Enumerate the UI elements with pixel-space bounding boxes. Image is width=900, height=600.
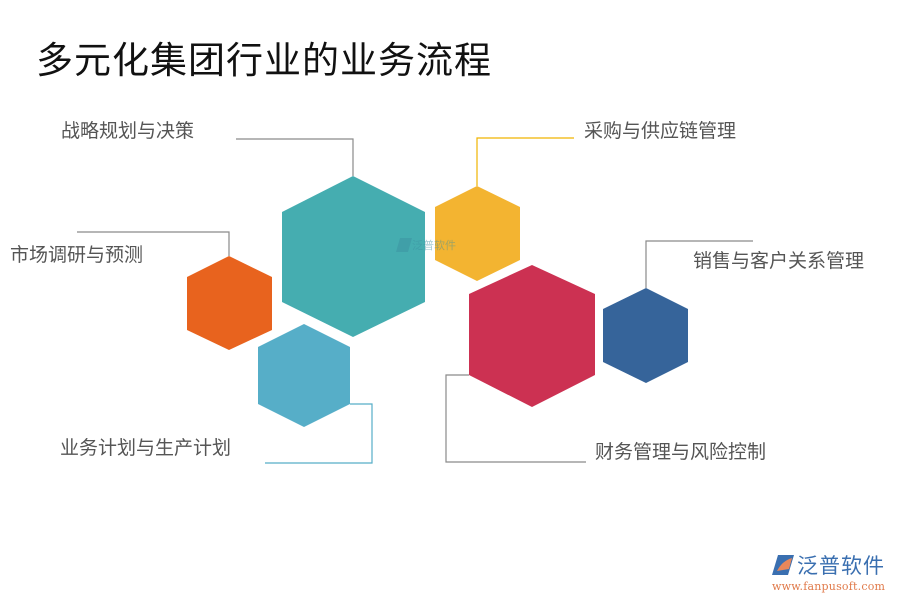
label-strategy: 战略规划与决策 xyxy=(61,120,195,142)
label-market: 市场调研与预测 xyxy=(10,244,144,266)
label-procurement: 采购与供应链管理 xyxy=(584,120,737,142)
connector-planning xyxy=(265,403,373,464)
fanpu-logo-icon xyxy=(396,238,412,252)
hexagon-sales xyxy=(603,288,688,383)
hexagon-strategy xyxy=(282,176,425,337)
brand-url: www.fanpusoft.com xyxy=(772,580,886,593)
connector-finance xyxy=(445,374,586,463)
connector-procurement xyxy=(476,137,574,186)
connector-sales xyxy=(645,240,753,288)
hexagon-planning xyxy=(258,324,350,427)
watermark: 泛普软件 xyxy=(396,237,456,253)
hexagon-procurement xyxy=(435,186,520,281)
brand-logo: 泛普软件 www.fanpusoft.com xyxy=(772,550,896,593)
fanpu-logo-icon xyxy=(772,555,794,575)
hexagon-finance xyxy=(469,265,595,407)
label-sales: 销售与客户关系管理 xyxy=(693,250,865,272)
watermark-text: 泛普软件 xyxy=(412,239,456,252)
page-title: 多元化集团行业的业务流程 xyxy=(36,39,492,82)
label-finance: 财务管理与风险控制 xyxy=(595,441,767,463)
connector-market xyxy=(77,231,230,256)
connector-strategy xyxy=(236,138,354,176)
hexagon-market xyxy=(187,256,272,350)
brand-name: 泛普软件 xyxy=(797,554,885,578)
label-planning: 业务计划与生产计划 xyxy=(60,437,232,459)
